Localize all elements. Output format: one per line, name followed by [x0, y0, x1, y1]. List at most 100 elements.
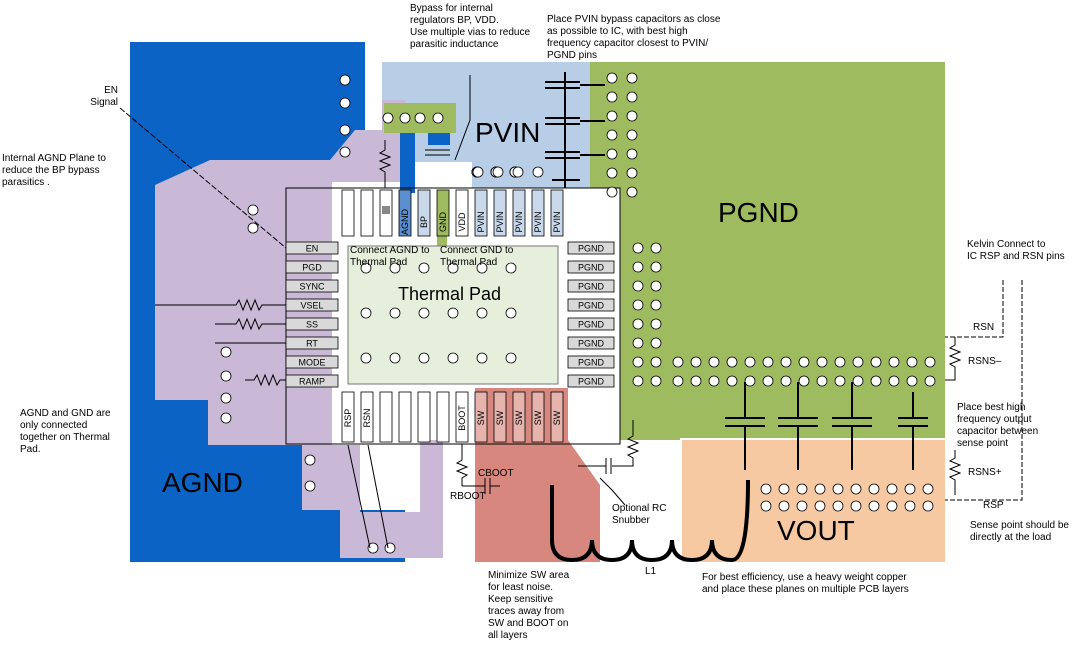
via	[492, 166, 504, 178]
note-line: Signal	[90, 97, 118, 108]
top-pin-label: GND	[438, 212, 448, 233]
left-pin-pad	[285, 355, 339, 369]
vout-plane	[682, 440, 945, 562]
right-pin-pad	[567, 279, 615, 293]
via	[924, 356, 936, 368]
note-line: as possible to IC, with best high	[547, 26, 688, 37]
right-pin-pad	[567, 317, 615, 331]
note-line: SW and BOOT on	[488, 618, 568, 629]
right-pin-pad	[567, 336, 615, 350]
note-line: Minimize SW area	[488, 570, 570, 581]
note-line: Optional RC	[612, 503, 666, 514]
via	[814, 500, 826, 512]
via	[447, 262, 459, 274]
via	[339, 146, 351, 158]
via	[626, 167, 638, 179]
via	[868, 500, 880, 512]
via	[798, 375, 810, 387]
note-line: Bypass for internal	[410, 3, 493, 14]
right-pin-label: PGND	[578, 377, 605, 387]
via	[886, 483, 898, 495]
note-line: frequency output	[957, 414, 1032, 425]
right-pin-label: PGND	[578, 263, 605, 273]
rsns-minus-label: RSNS–	[968, 356, 1002, 367]
via	[886, 500, 898, 512]
top-pin-label: PVIN	[533, 211, 543, 232]
note-line: Keep sensitive	[488, 594, 553, 605]
ss-resistor	[215, 317, 286, 331]
top-pin-label: PVIN	[514, 211, 524, 232]
via	[906, 356, 918, 368]
via	[632, 280, 644, 292]
via	[690, 375, 702, 387]
via	[220, 392, 232, 404]
note-line: for least noise.	[488, 582, 553, 593]
via	[384, 542, 396, 554]
via	[247, 222, 259, 234]
via	[708, 356, 720, 368]
via	[339, 97, 351, 109]
agnd-label: AGND	[162, 467, 243, 498]
bottom-pin-pad	[531, 391, 545, 443]
agnd-trace	[400, 133, 415, 193]
bottom-pin-pad	[360, 391, 374, 443]
rsp-trace	[347, 444, 371, 549]
note-line: Internal AGND Plane to	[2, 153, 106, 164]
left-pin-label: SS	[306, 320, 318, 330]
l1-label: L1	[645, 566, 657, 577]
bottom-pin-label: RSN	[362, 408, 372, 427]
top-pin-label: PVIN	[552, 211, 562, 232]
left-pin-label: SYNC	[299, 282, 325, 292]
top-pin-pad	[493, 189, 507, 237]
via	[626, 129, 638, 141]
right-pin-pad	[567, 298, 615, 312]
rsns-plus-label: RSNS+	[968, 467, 1002, 478]
note-line: PGND pins	[547, 50, 597, 61]
note-line: EN	[104, 85, 118, 96]
bottom-pin-pad	[455, 391, 469, 443]
via	[476, 307, 488, 319]
top-pin-pad	[360, 189, 374, 237]
via	[626, 148, 638, 160]
top-pin-label: PVIN	[495, 211, 505, 232]
vsel-resistor	[155, 298, 286, 312]
rsp-label: RSP	[983, 500, 1004, 511]
bottom-pin-pad	[379, 391, 393, 443]
via	[626, 72, 638, 84]
via	[888, 375, 900, 387]
bp-resistor	[378, 140, 392, 188]
via	[816, 375, 828, 387]
via	[708, 375, 720, 387]
left-pin-pad	[285, 279, 339, 293]
via	[632, 356, 644, 368]
via	[672, 356, 684, 368]
bottom-pin-label: SW	[552, 410, 562, 425]
rboot-resistor	[455, 444, 469, 486]
right-pin-label: PGND	[578, 301, 605, 311]
note-line: parasitic inductance	[410, 39, 499, 50]
top-pin-label: VDD	[457, 212, 467, 232]
left-pin-label: MODE	[299, 358, 326, 368]
via	[850, 500, 862, 512]
via	[650, 299, 662, 311]
via	[472, 166, 484, 178]
via	[796, 483, 808, 495]
via	[778, 483, 790, 495]
right-pin-label: PGND	[578, 244, 605, 254]
bottom-pin-label: BOOT	[457, 405, 467, 431]
via	[626, 91, 638, 103]
left-pin-label: PGD	[302, 263, 322, 273]
via	[762, 375, 774, 387]
bottom-pin-label: SW	[495, 410, 505, 425]
via	[760, 483, 772, 495]
note-line: Place PVIN bypass capacitors as close	[547, 14, 721, 25]
via	[850, 483, 862, 495]
note-line: parasitics .	[2, 177, 50, 188]
via	[505, 352, 517, 364]
